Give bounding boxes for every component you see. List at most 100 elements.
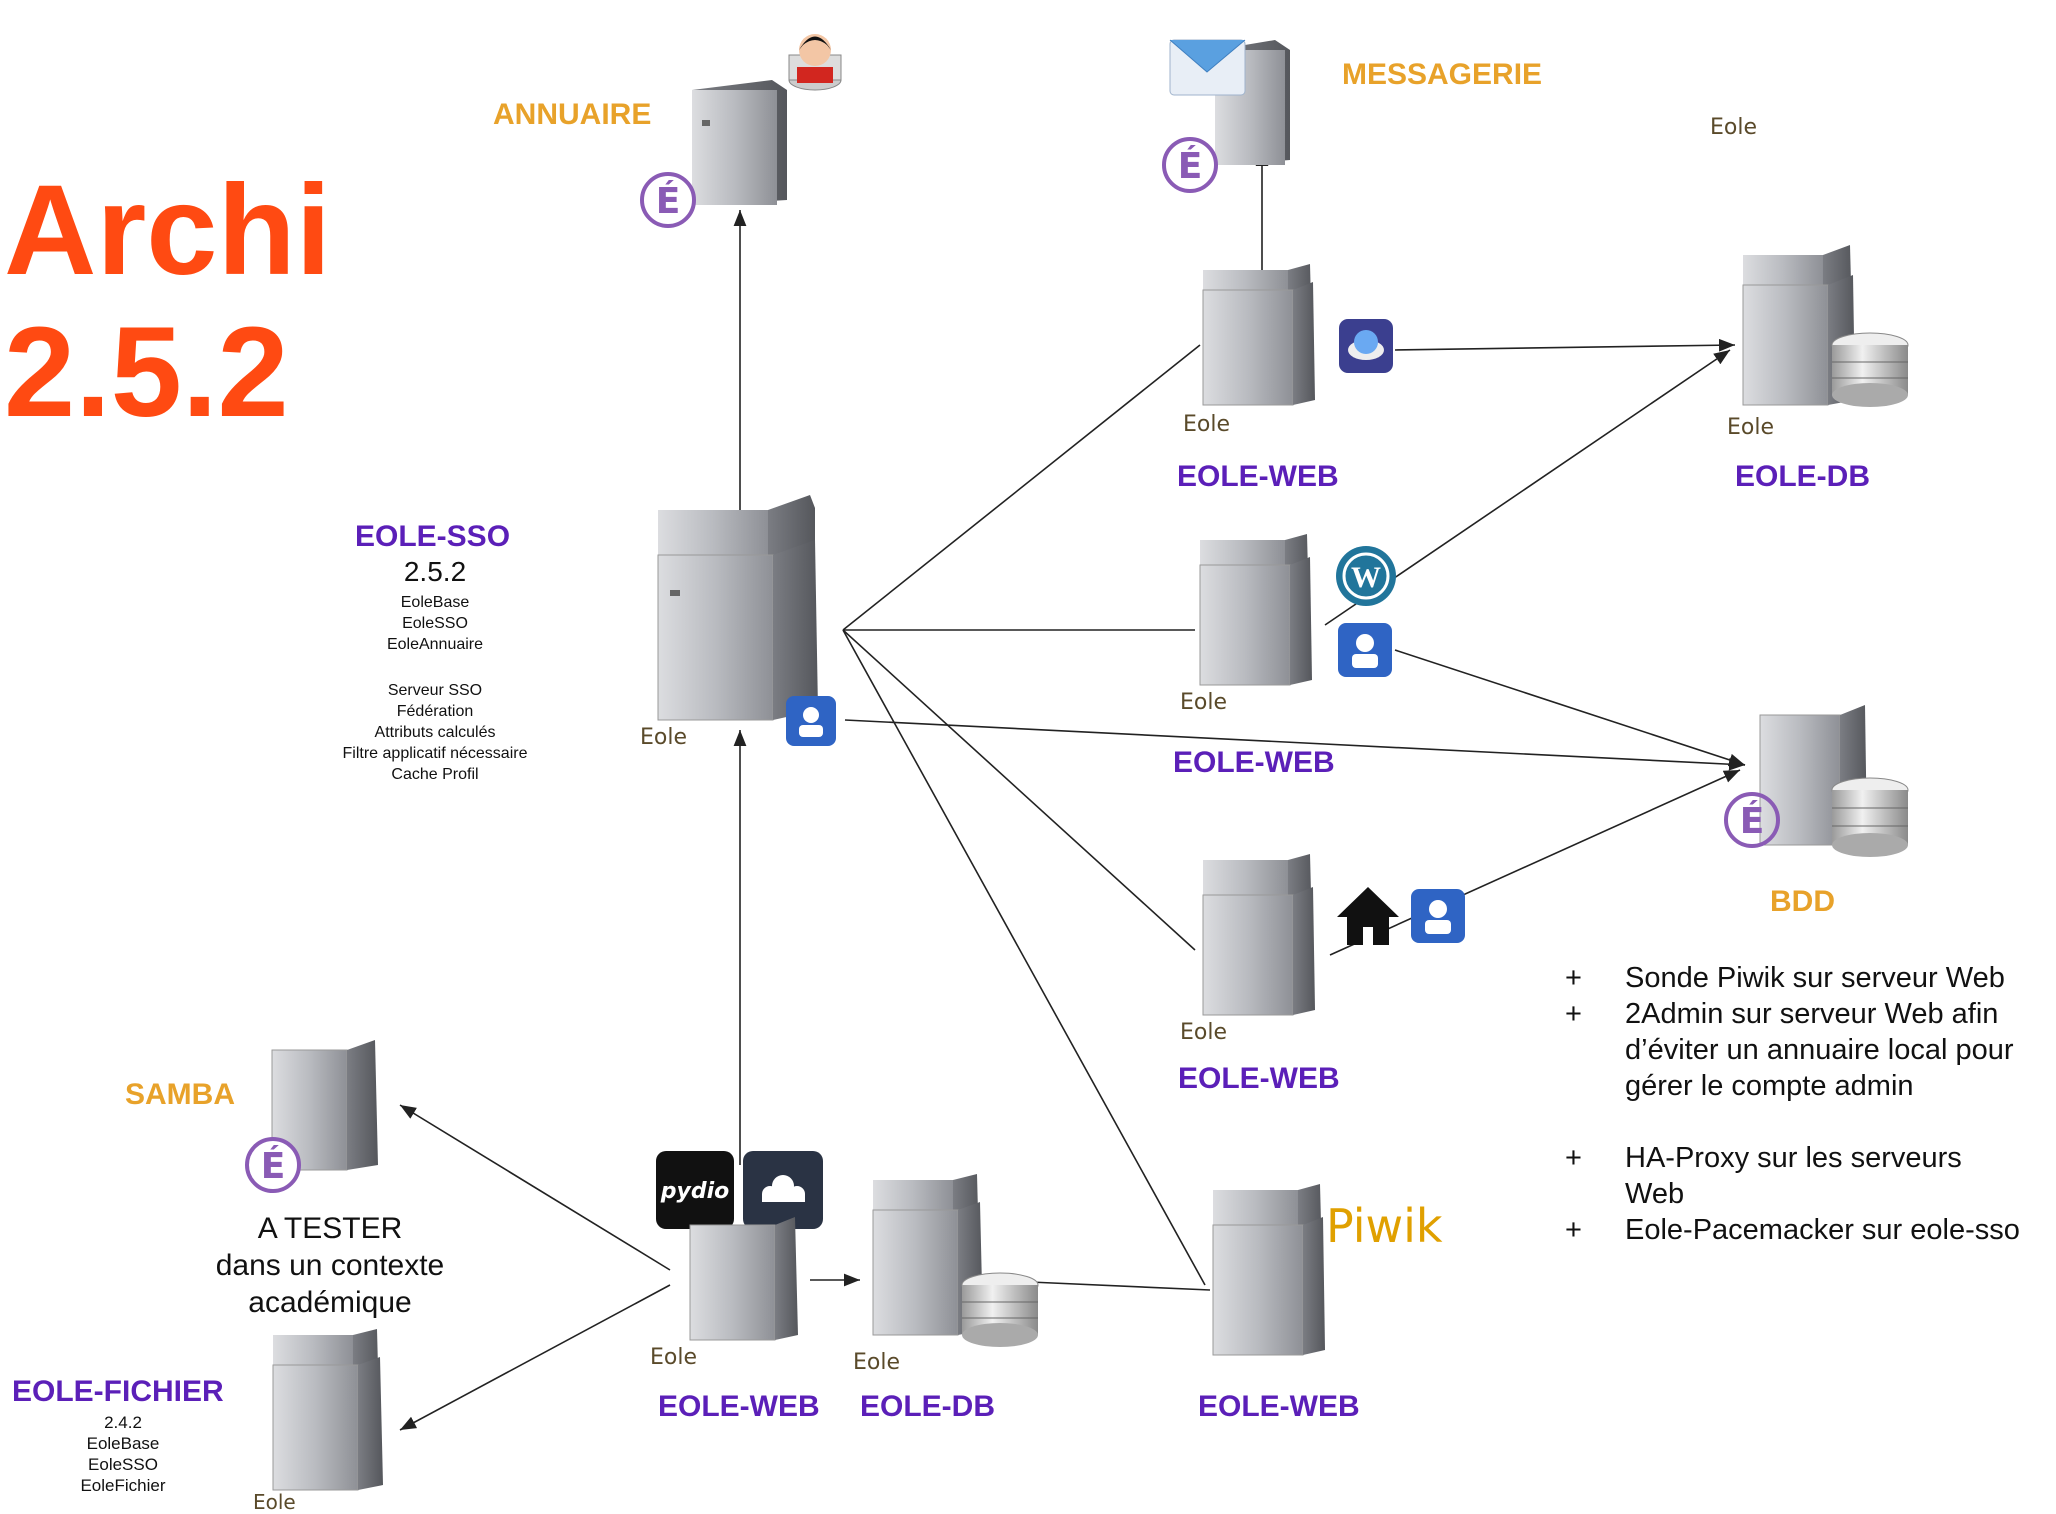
user-profile-icon: [1411, 889, 1465, 943]
feature-item: Filtre applicatif nécessaire: [342, 745, 528, 762]
bullet-line: gérer le compte admin: [1625, 1070, 1914, 1102]
diagram-title-line1: Archi: [4, 159, 332, 302]
piwik-wordmark: Piwik: [1326, 1199, 1443, 1253]
tester-note-line: académique: [248, 1286, 412, 1319]
server-messagerie-icon: [1169, 39, 1290, 165]
bullet-mark: +: [1565, 1214, 1582, 1246]
feature-item: Cache Profil: [391, 766, 479, 783]
server-eole-db-bottom-icon: [872, 1174, 1039, 1347]
feature-item: Serveur SSO: [387, 682, 483, 699]
server-eole-web-2-icon: [1199, 534, 1312, 686]
feature-item: Attributs calculés: [374, 724, 496, 741]
messagerie-label: MESSAGERIE: [1342, 58, 1543, 91]
edge-web1-db: [1394, 338, 1736, 352]
notes-list: + Sonde Piwik sur serveur Web + 2Admin s…: [1555, 960, 2020, 1248]
module-item: EoleBase: [400, 594, 470, 611]
annuaire-label: ANNUAIRE: [493, 98, 652, 131]
eole-web-1-label: EOLE-WEB: [1177, 460, 1339, 493]
bullet-mark: +: [1565, 1142, 1582, 1174]
tester-note-line: dans un contexte: [215, 1249, 445, 1282]
eole-mark: Eole: [853, 1350, 901, 1375]
bullet-line: d’éviter un annuaire local pour: [1625, 1034, 2014, 1066]
svg-text:É: É: [1178, 145, 1203, 187]
eole-mark: Eole: [1727, 415, 1775, 440]
edge-web3-bdd: [1329, 769, 1741, 956]
notes-item: + 2Admin sur serveur Web afin d’éviter u…: [1555, 996, 2020, 1104]
eole-web-2-label: EOLE-WEB: [1173, 746, 1335, 779]
eole-db-bottom-label: EOLE-DB: [860, 1390, 995, 1423]
eole-mark: Eole: [650, 1345, 698, 1370]
edge-web1-sso: [842, 344, 1201, 631]
samba-label: SAMBA: [125, 1078, 235, 1111]
roundcube-icon: [1339, 319, 1393, 373]
edge-bottomweb-samba: [399, 1104, 671, 1271]
diagram-title-line2: 2.5.2: [4, 301, 289, 444]
user-profile-icon: [1338, 623, 1392, 677]
education-nationale-logo-icon: É: [1162, 137, 1218, 193]
eole-web-3-label: EOLE-WEB: [1178, 1062, 1340, 1095]
eole-sso-modules: EoleBase EoleSSO EoleAnnuaire: [340, 592, 530, 655]
eole-mark: Eole: [1180, 1020, 1228, 1045]
notes-item: + HA-Proxy sur les serveurs Web: [1555, 1140, 2020, 1212]
eole-web-bottom-label: EOLE-WEB: [658, 1390, 820, 1423]
eole-sso-version: 2.5.2: [403, 556, 467, 587]
bullet-mark: +: [1565, 998, 1582, 1030]
bullet-line: Eole-Pacemacker sur eole-sso: [1625, 1214, 2020, 1246]
notes-item: + Sonde Piwik sur serveur Web: [1555, 960, 2020, 996]
bullet-line: Web: [1625, 1178, 1685, 1210]
notes-item: + Eole-Pacemacker sur eole-sso: [1555, 1212, 2020, 1248]
server-eole-fichier-icon: [272, 1329, 383, 1491]
svg-text:É: É: [261, 1145, 286, 1187]
wordpress-icon: W: [1336, 546, 1396, 606]
tester-note: A TESTER dans un contexte académique: [190, 1210, 470, 1321]
server-eole-sso-icon: [657, 495, 818, 721]
module-item: EoleFichier: [80, 1476, 166, 1495]
piwik-logo-icon: Piwik: [1326, 1199, 1443, 1253]
eole-mark: Eole: [253, 1490, 296, 1514]
user-profile-icon: [786, 696, 836, 746]
bullet-line: HA-Proxy sur les serveurs: [1625, 1142, 1962, 1174]
server-eole-db-top-icon: [1742, 245, 1909, 407]
edge-db-piwik: [1029, 1281, 1211, 1291]
edge-piwik-sso: [842, 629, 1206, 1286]
edge-web3-sso: [842, 629, 1196, 951]
server-annuaire-icon: [692, 80, 787, 205]
module-item: EoleSSO: [402, 615, 468, 632]
module-item: EoleSSO: [88, 1455, 158, 1474]
eole-logo-top: Eole: [1710, 115, 1758, 140]
eole-sso-features: Serveur SSO Fédération Attributs calculé…: [310, 680, 560, 785]
module-item: EoleBase: [86, 1434, 160, 1453]
feature-item: Fédération: [396, 703, 474, 720]
pydio-icon: pydio: [656, 1151, 734, 1229]
pydio-wordmark: pydio: [660, 1179, 730, 1204]
education-nationale-logo-icon: É: [640, 172, 696, 228]
svg-text:É: É: [656, 180, 681, 222]
eole-fichier-details: 2.4.2 EoleBase EoleSSO EoleFichier: [48, 1412, 198, 1496]
server-eole-web-bottom-icon: [689, 1217, 798, 1341]
eole-fichier-version: 2.4.2: [104, 1413, 142, 1432]
edge-sso-bdd: [844, 719, 1746, 771]
svg-text:W: W: [1351, 561, 1381, 594]
server-eole-web-3-icon: [1202, 854, 1315, 1016]
edge-bottomweb-fichier: [399, 1284, 671, 1431]
server-samba-icon: É: [245, 1040, 378, 1193]
eole-sso-label: EOLE-SSO: [355, 520, 511, 553]
edge-web2-bdd: [1394, 649, 1746, 767]
bullet-line: 2Admin sur serveur Web afin: [1625, 998, 1999, 1030]
module-item: EoleAnnuaire: [386, 636, 484, 653]
server-eole-web-1-icon: [1202, 264, 1315, 406]
eole-web-piwik-label: EOLE-WEB: [1198, 1390, 1360, 1423]
eole-mark: Eole: [1183, 412, 1231, 437]
home-icon: [1337, 887, 1399, 945]
eole-fichier-label: EOLE-FICHIER: [12, 1375, 224, 1408]
eole-mark: Eole: [1180, 690, 1228, 715]
tester-note-line: A TESTER: [257, 1212, 403, 1245]
user-database-icon: [788, 34, 842, 91]
eole-mark: Eole: [640, 725, 688, 750]
bullet-mark: +: [1565, 962, 1582, 994]
eole-db-top-label: EOLE-DB: [1735, 460, 1870, 493]
nextcloud-icon: [743, 1151, 823, 1229]
bullet-line: Sonde Piwik sur serveur Web: [1625, 962, 2005, 994]
